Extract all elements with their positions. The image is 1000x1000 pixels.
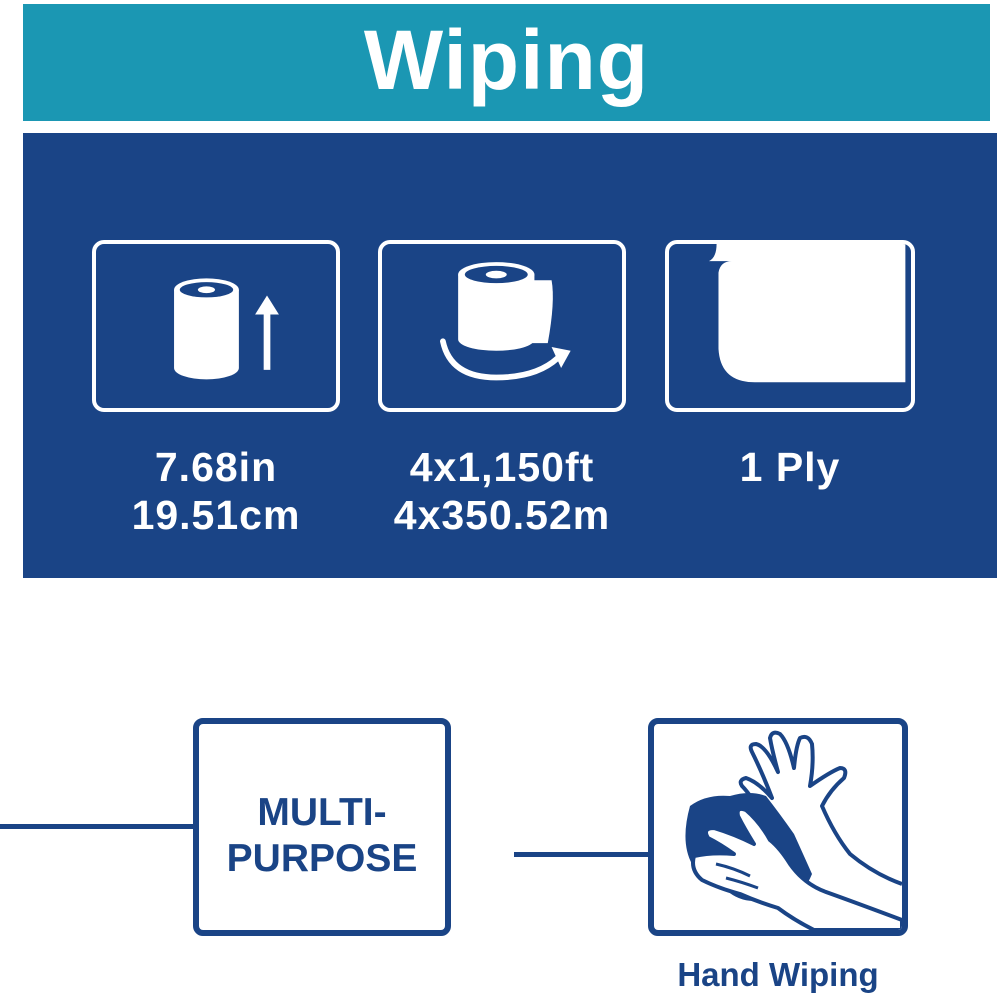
roll-height-label: 7.68in 19.51cm — [92, 443, 340, 539]
ply-sheet-icon — [708, 244, 906, 383]
connector-line-left — [0, 824, 195, 829]
multi-purpose-text: MULTI- PURPOSE — [199, 790, 445, 882]
roll-height-icon — [174, 278, 279, 380]
roll-length-box — [378, 240, 626, 412]
roll-length-imperial: 4x1,150ft — [409, 444, 595, 490]
multi-purpose-box: MULTI- PURPOSE — [193, 718, 451, 936]
roll-height-imperial: 7.68in — [154, 444, 278, 490]
ply-box — [665, 240, 915, 412]
hand-wiping-icon — [685, 730, 902, 930]
hand-wiping-label: Hand Wiping — [677, 956, 879, 993]
specs-panel: 7.68in 19.51cm 4x1,150ft 4x350.52m 1 Ply — [23, 133, 997, 578]
roll-length-label: 4x1,150ft 4x350.52m — [378, 443, 626, 539]
page-title: Wiping — [363, 12, 650, 107]
roll-height-metric: 19.51cm — [131, 492, 301, 538]
ply-value: 1 Ply — [739, 444, 841, 490]
connector-line-middle — [514, 852, 651, 857]
roll-length-metric: 4x350.52m — [393, 492, 611, 538]
hand-wiping-box — [648, 718, 908, 936]
multi-purpose-line-1: MULTI- — [257, 791, 387, 834]
multi-purpose-line-2: PURPOSE — [226, 837, 418, 880]
header-banner: Wiping — [23, 4, 990, 121]
ply-label: 1 Ply — [665, 443, 915, 491]
roll-height-box — [92, 240, 340, 412]
roll-length-icon — [440, 262, 571, 381]
